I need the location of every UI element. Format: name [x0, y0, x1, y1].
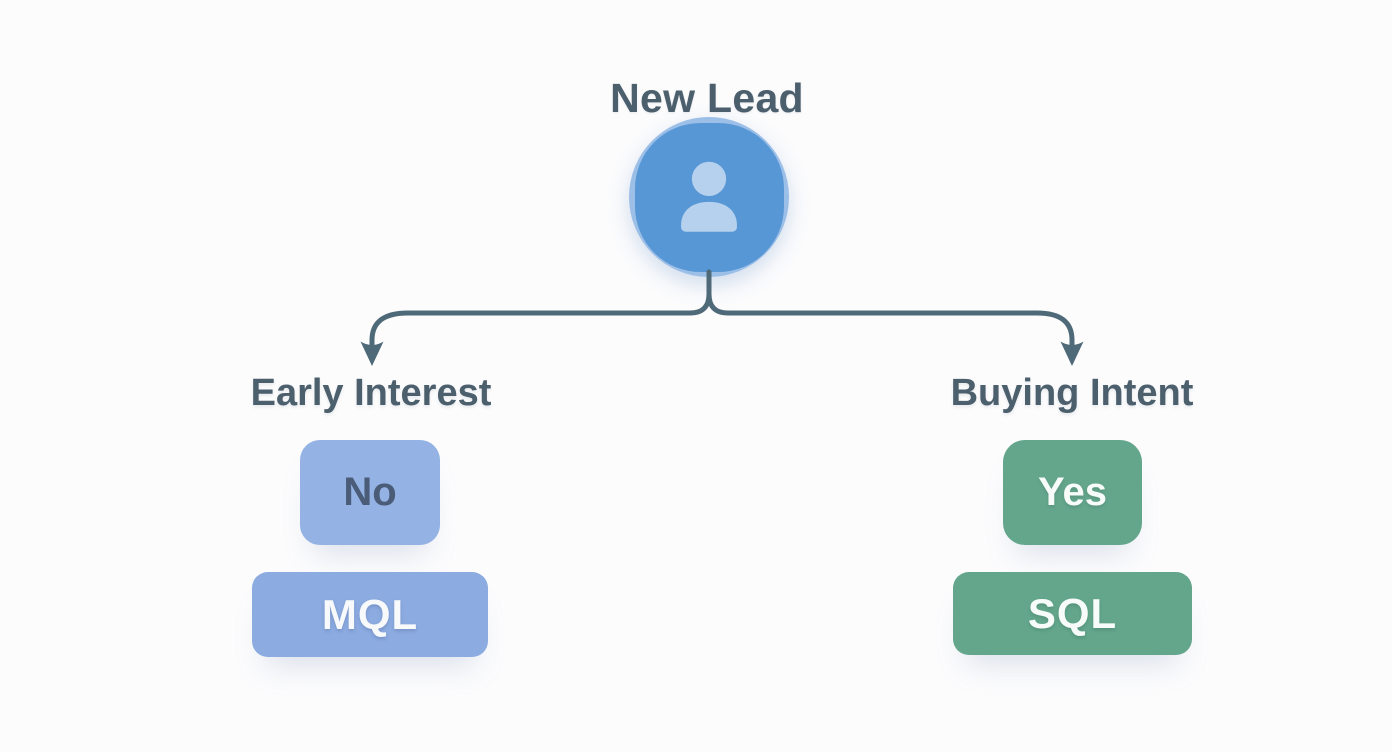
decision-box-no: No	[300, 440, 440, 545]
arrowhead-right-icon	[1060, 341, 1084, 366]
person-icon-head	[691, 161, 727, 197]
branch-heading-buying-intent: Buying Intent	[950, 372, 1194, 414]
decision-box-yes: Yes	[1003, 440, 1142, 545]
person-icon	[681, 161, 737, 232]
outcome-box-mql-label: MQL	[321, 590, 419, 638]
lead-avatar-ring	[629, 117, 789, 277]
outcome-box-sql-label: SQL	[1027, 589, 1118, 637]
person-icon-body	[681, 201, 737, 232]
outcome-box-mql: MQL	[252, 572, 488, 657]
connector-right-line	[706, 269, 1075, 348]
connector-left-line	[369, 269, 712, 348]
decision-box-no-label: No	[343, 470, 397, 514]
root-node-title: New Lead	[610, 75, 804, 121]
arrowhead-left-icon	[360, 341, 384, 366]
lead-avatar-circle	[634, 122, 784, 272]
branch-heading-early-interest: Early Interest	[250, 372, 492, 414]
decision-box-yes-label: Yes	[1038, 470, 1107, 514]
outcome-box-sql: SQL	[953, 572, 1192, 655]
